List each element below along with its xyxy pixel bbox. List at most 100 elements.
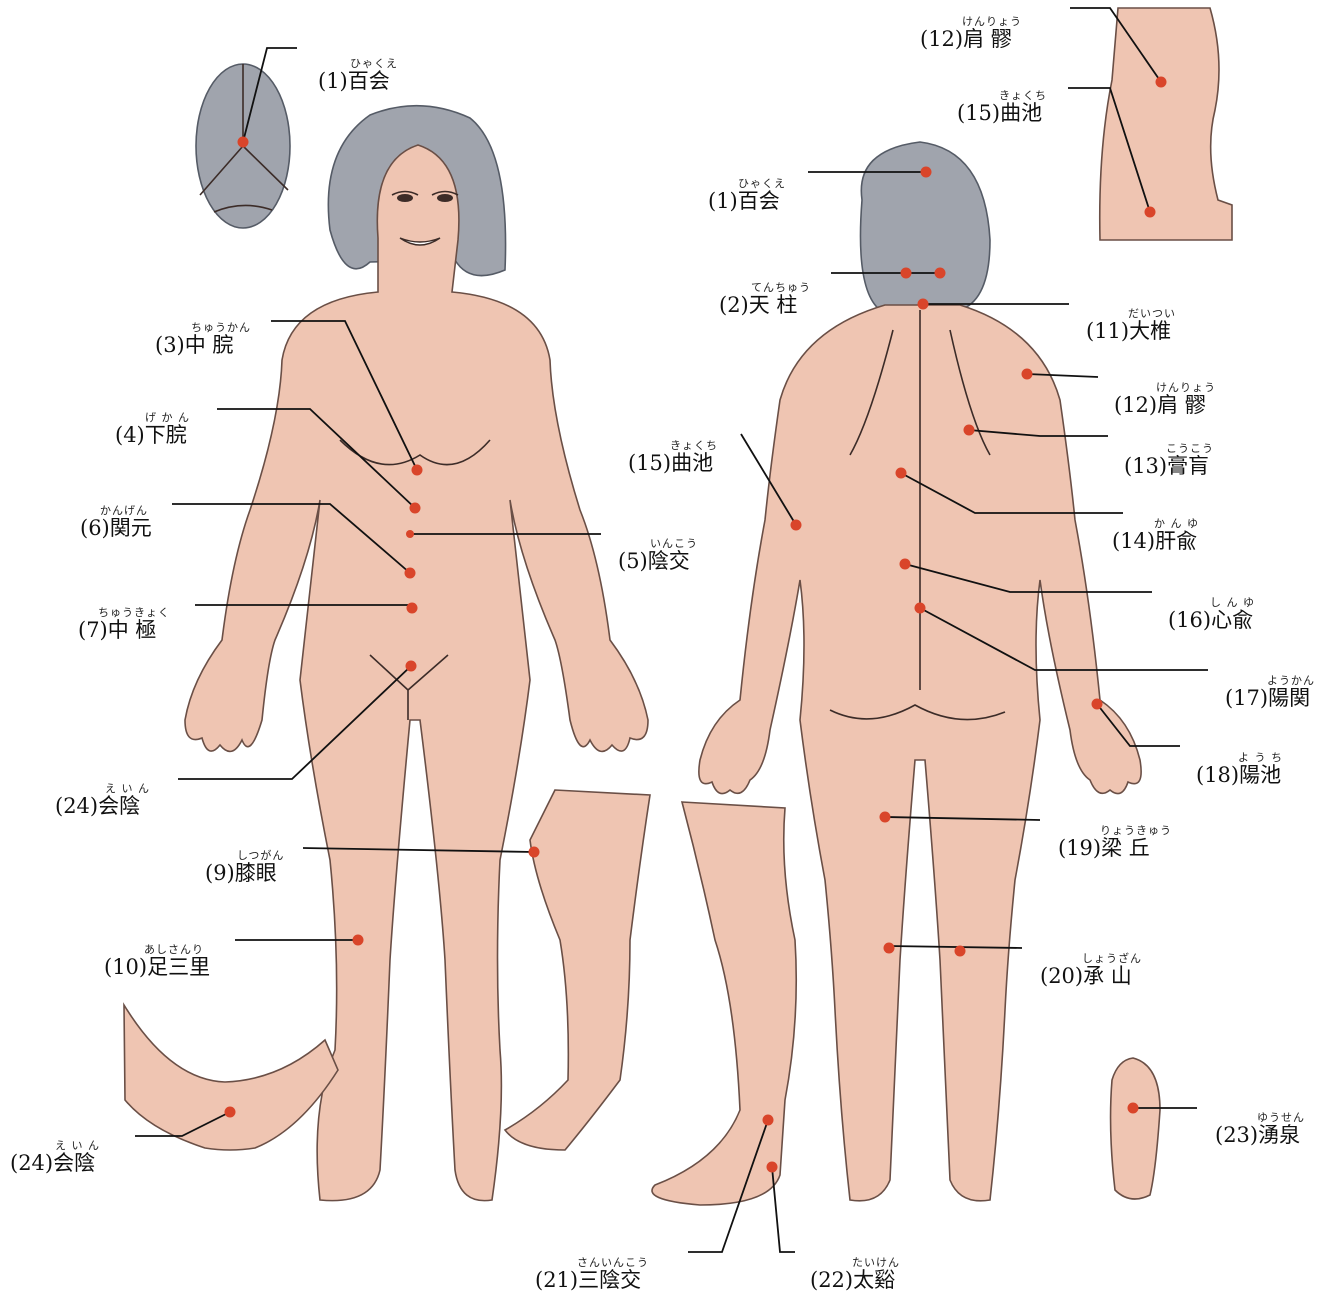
point-22-taikei bbox=[767, 1162, 778, 1173]
label-name: 中 極 bbox=[108, 618, 157, 642]
point-21-sanninko bbox=[763, 1115, 774, 1126]
ruby-text: きょくち bbox=[957, 90, 1047, 101]
ruby-text: てんちゅう bbox=[719, 282, 811, 293]
label-number: (2) bbox=[719, 293, 749, 317]
point-20-shozan-left bbox=[884, 943, 895, 954]
label-name: 足三里 bbox=[147, 955, 210, 979]
label-number: (9) bbox=[205, 861, 235, 885]
ruby-text: え い ん bbox=[55, 783, 150, 794]
point-19-ryokyu bbox=[880, 812, 891, 823]
label-number: (21) bbox=[535, 1268, 578, 1292]
point-16-shinyu bbox=[900, 559, 911, 570]
label-number: (13) bbox=[1124, 454, 1167, 478]
ruby-text: か ん ゆ bbox=[1112, 518, 1199, 529]
label-name: 百会 bbox=[738, 189, 780, 213]
lower-leg-inset bbox=[652, 802, 796, 1205]
ruby-text: ひゃくえ bbox=[708, 178, 786, 189]
label-number: (19) bbox=[1058, 836, 1101, 860]
label-number: (1) bbox=[708, 189, 738, 213]
label-2-tenchu: てんちゅう(2)天 柱 bbox=[719, 282, 811, 316]
point-13-koko bbox=[964, 425, 975, 436]
label-name: 三陰交 bbox=[578, 1268, 641, 1292]
label-name: 大椎 bbox=[1129, 319, 1171, 343]
label-15-kyokuchi-inset: きょくち(15)曲池 bbox=[957, 90, 1047, 124]
ruby-text: だいつい bbox=[1086, 308, 1176, 319]
label-name: 肝兪 bbox=[1155, 529, 1197, 553]
label-13-koko: こうこう(13)膏肓 bbox=[1124, 443, 1214, 477]
point-15-kyokuchi-back bbox=[791, 520, 802, 531]
knee-inset bbox=[505, 790, 650, 1150]
label-name: 会陰 bbox=[98, 794, 140, 818]
label-number: (18) bbox=[1196, 763, 1239, 787]
label-name: 陽池 bbox=[1239, 763, 1281, 787]
label-name: 膏肓 bbox=[1167, 454, 1209, 478]
point-24-ein-inset bbox=[225, 1107, 236, 1118]
ruby-text: きょくち bbox=[628, 440, 718, 451]
perineum-inset bbox=[124, 1005, 338, 1150]
point-14-kanyu bbox=[896, 468, 907, 479]
label-number: (12) bbox=[1114, 393, 1157, 417]
label-11-daitsui: だいつい(11)大椎 bbox=[1086, 308, 1176, 342]
label-name: 肩 髎 bbox=[963, 27, 1012, 51]
label-number: (16) bbox=[1168, 608, 1211, 632]
label-number: (22) bbox=[810, 1268, 853, 1292]
label-name: 承 山 bbox=[1083, 964, 1132, 988]
point-6-kangen bbox=[405, 568, 416, 579]
label-number: (12) bbox=[920, 27, 963, 51]
label-9-shitsugan: しつがん(9)膝眼 bbox=[205, 850, 284, 884]
label-name: 太谿 bbox=[853, 1268, 895, 1292]
label-name: 膝眼 bbox=[235, 861, 277, 885]
label-name: 会陰 bbox=[53, 1151, 95, 1175]
label-1-hyakue-top: ひゃくえ(1)百会 bbox=[318, 58, 398, 92]
label-5-inko: いんこう(5)陰交 bbox=[618, 538, 698, 572]
label-name: 心兪 bbox=[1211, 608, 1253, 632]
point-12-kenryo-back bbox=[1022, 369, 1033, 380]
ruby-text: こうこう bbox=[1124, 443, 1214, 454]
label-name: 曲池 bbox=[1000, 101, 1042, 125]
ruby-text: けんりょう bbox=[920, 16, 1022, 27]
label-21-sanninko: さんいんこう(21)三陰交 bbox=[535, 1257, 649, 1291]
point-18-yochi bbox=[1092, 699, 1103, 710]
label-24-ein-front: え い ん(24)会陰 bbox=[55, 783, 150, 817]
point-23-yusen bbox=[1128, 1103, 1139, 1114]
label-name: 肩 髎 bbox=[1157, 393, 1206, 417]
point-3-chukan bbox=[412, 465, 423, 476]
label-number: (14) bbox=[1112, 529, 1155, 553]
point-2-tenchu-right bbox=[935, 268, 946, 279]
ruby-text: げ か ん bbox=[115, 412, 190, 423]
label-12-kenryo-inset: けんりょう(12)肩 髎 bbox=[920, 16, 1022, 50]
label-number: (24) bbox=[55, 794, 98, 818]
point-1-hyakue-top bbox=[238, 137, 249, 148]
label-name: 曲池 bbox=[671, 451, 713, 475]
label-1-hyakue-back: ひゃくえ(1)百会 bbox=[708, 178, 786, 212]
label-name: 陽関 bbox=[1268, 686, 1310, 710]
label-number: (5) bbox=[618, 549, 648, 573]
label-19-ryokyu: りょうきゅう(19)梁 丘 bbox=[1058, 825, 1172, 859]
ruby-text: たいけん bbox=[810, 1257, 900, 1268]
point-7-chukyoku bbox=[407, 603, 418, 614]
label-number: (7) bbox=[78, 618, 108, 642]
point-11-daitsui bbox=[918, 299, 929, 310]
label-number: (10) bbox=[104, 955, 147, 979]
label-number: (17) bbox=[1225, 686, 1268, 710]
ruby-text: し ん ゆ bbox=[1168, 597, 1255, 608]
point-4-gekan bbox=[410, 503, 421, 514]
label-number: (6) bbox=[80, 516, 110, 540]
label-number: (11) bbox=[1086, 319, 1129, 343]
sole-inset bbox=[1111, 1058, 1160, 1199]
label-15-kyokuchi-back: きょくち(15)曲池 bbox=[628, 440, 718, 474]
ruby-text: ゆうせん bbox=[1215, 1112, 1305, 1123]
label-4-gekan: げ か ん(4)下脘 bbox=[115, 412, 190, 446]
point-12-kenryo-inset bbox=[1156, 77, 1167, 88]
point-10-ashisanri bbox=[353, 935, 364, 946]
point-2-tenchu-left bbox=[901, 268, 912, 279]
label-name: 中 脘 bbox=[185, 333, 234, 357]
ruby-text: ようかん bbox=[1225, 675, 1315, 686]
label-number: (3) bbox=[155, 333, 185, 357]
label-number: (15) bbox=[957, 101, 1000, 125]
ruby-text: しつがん bbox=[205, 850, 284, 861]
label-number: (20) bbox=[1040, 964, 1083, 988]
ruby-text: ちゅうかん bbox=[155, 322, 251, 333]
label-number: (24) bbox=[10, 1151, 53, 1175]
